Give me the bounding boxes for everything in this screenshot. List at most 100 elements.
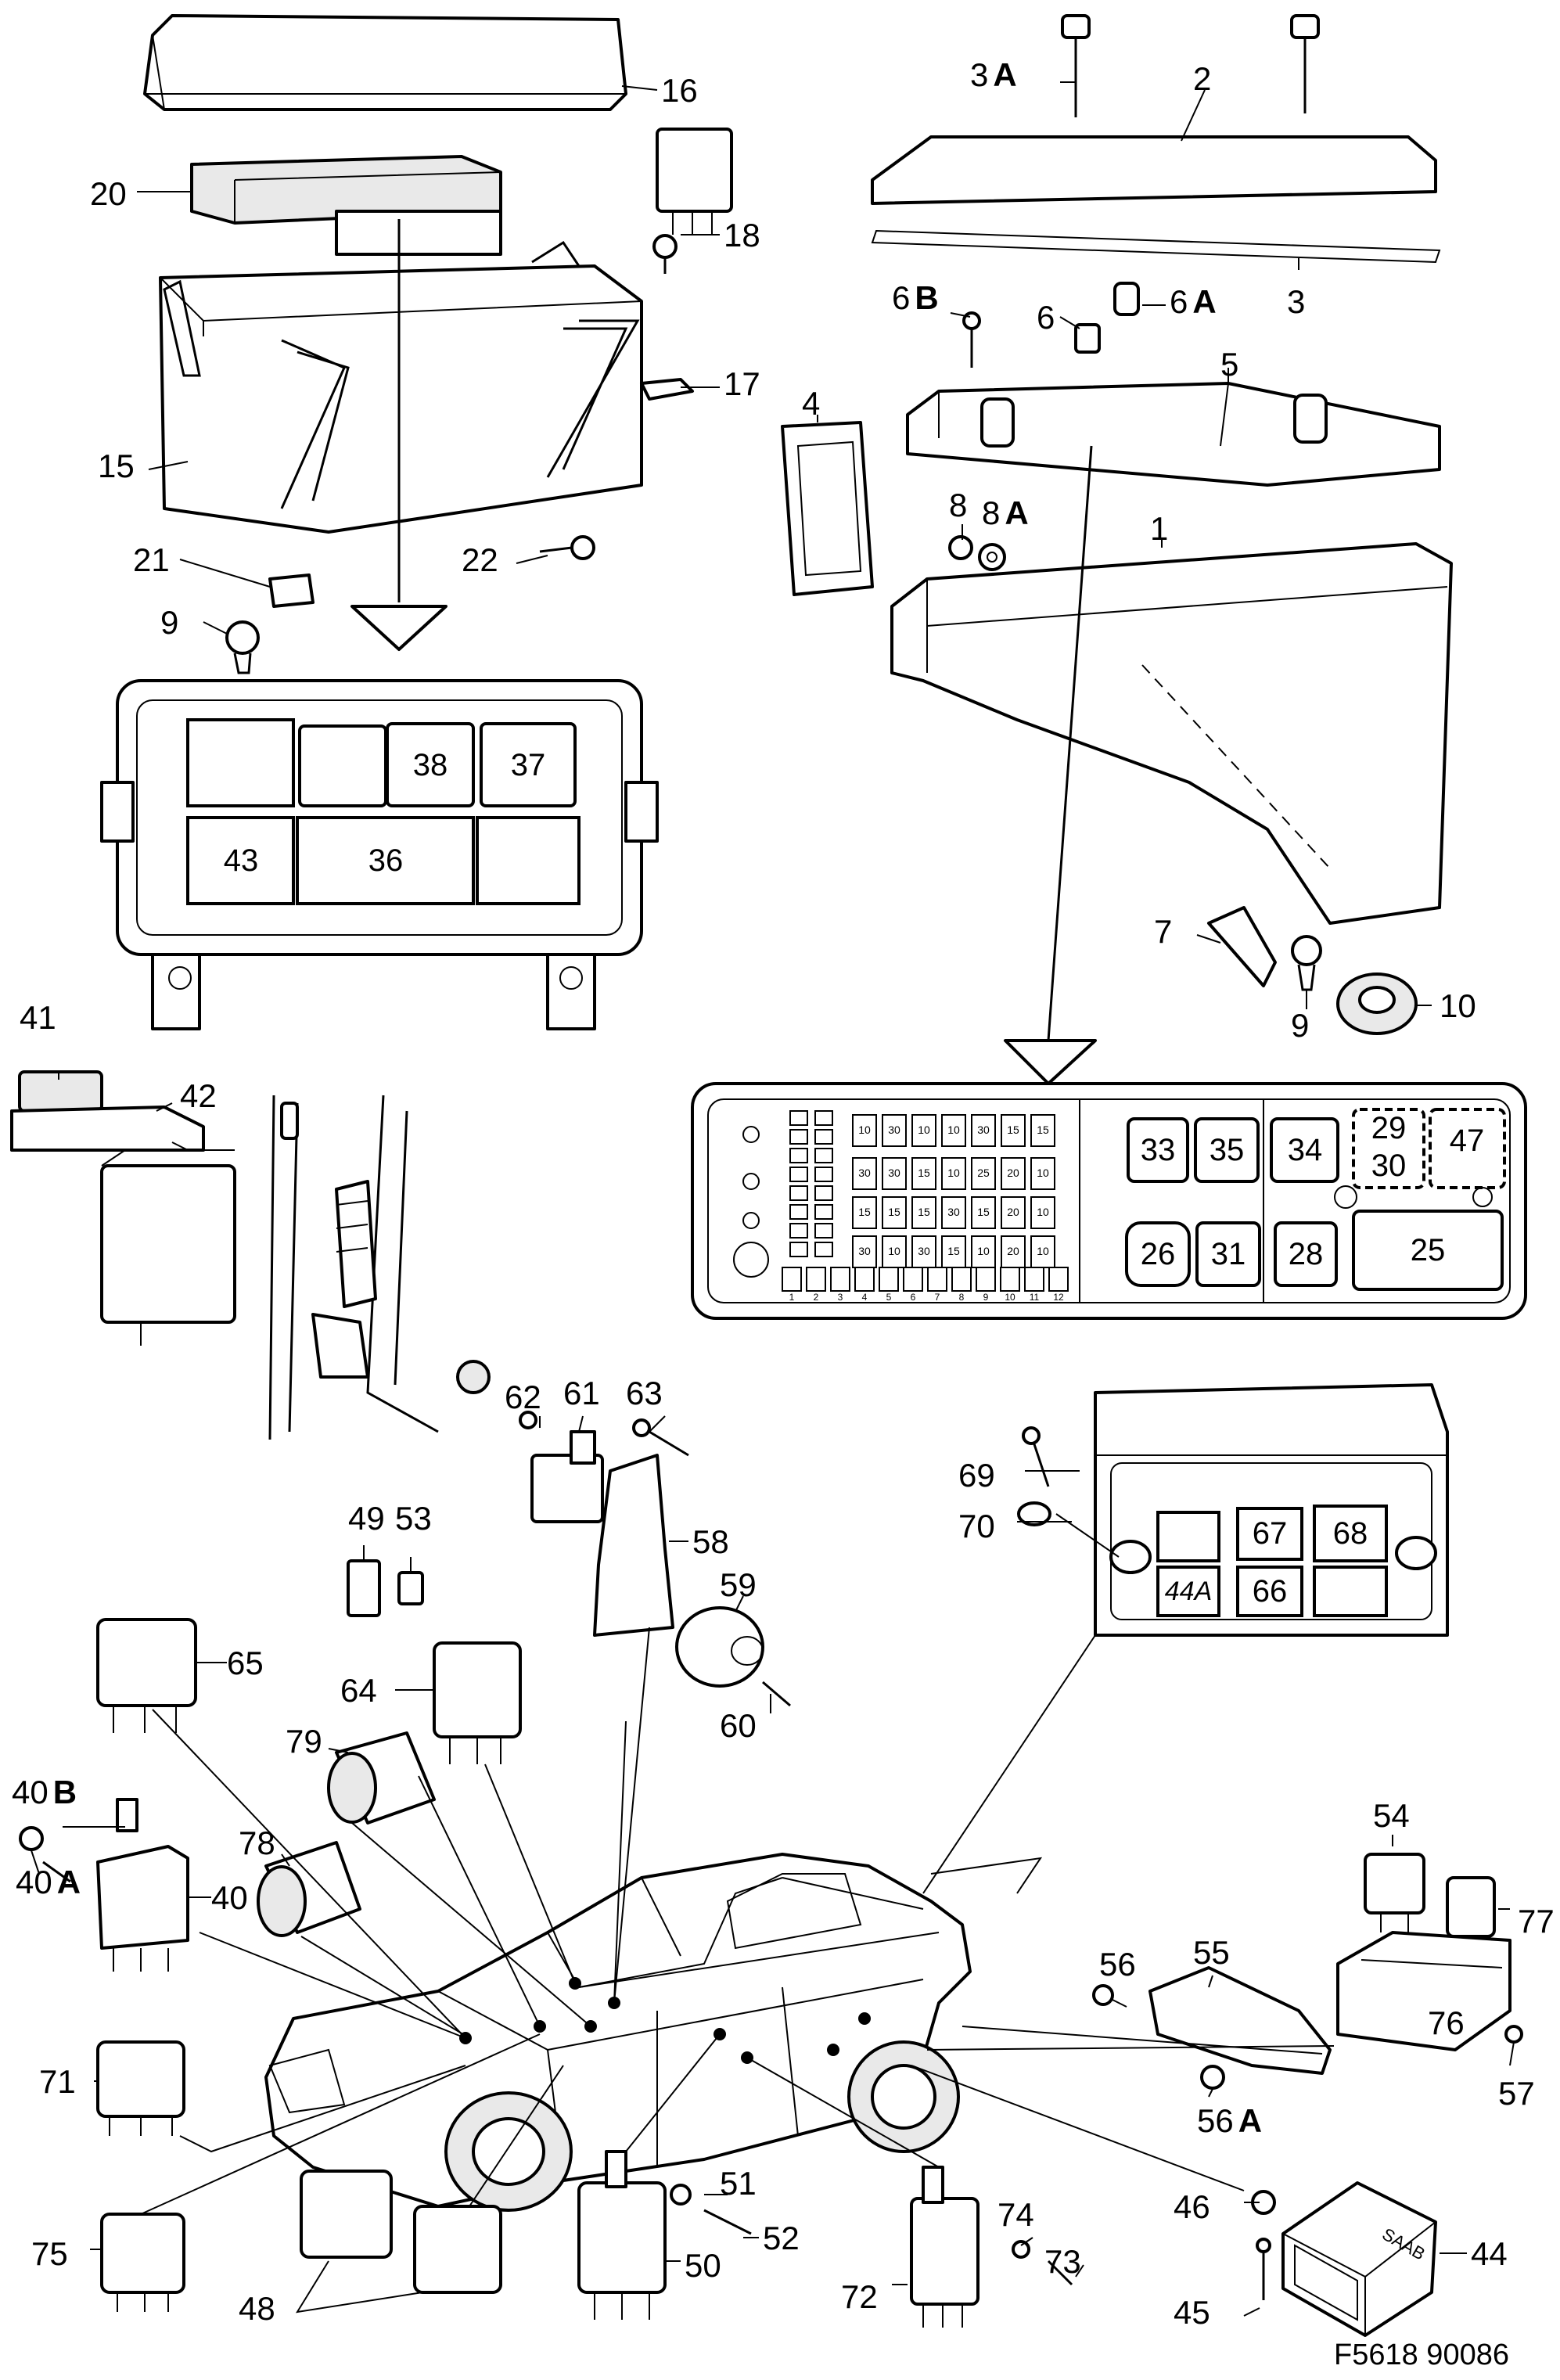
fuse-position: 12	[1053, 1292, 1064, 1303]
callout-number: 40	[12, 1774, 49, 1810]
callout-21: 21	[133, 541, 170, 578]
callout-64: 64	[340, 1672, 377, 1709]
callout-40: 40	[211, 1879, 248, 1916]
callout-1: 1	[1150, 510, 1168, 547]
mini-fuse	[814, 1242, 833, 1257]
fuse-position: 7	[935, 1292, 940, 1303]
callout-number: 3	[1287, 283, 1305, 320]
callout-75: 75	[31, 2235, 68, 2272]
callout-number: 40	[16, 1864, 52, 1900]
callout-number: 73	[1044, 2243, 1081, 2280]
fuse-slot	[911, 1157, 936, 1190]
relay-slot-43: 43	[224, 843, 259, 878]
relay-slot-29: 29	[1371, 1111, 1407, 1145]
fuse-slot	[782, 1267, 802, 1292]
fuse-slot	[1024, 1267, 1044, 1292]
callout-70: 70	[958, 1508, 995, 1544]
callout-number: 76	[1428, 2004, 1465, 2041]
callout-63: 63	[626, 1375, 663, 1411]
callout-number: 15	[98, 448, 135, 484]
relay-cover-44: SAAB	[1251, 2181, 1437, 2337]
fuse-rating: 15	[918, 1167, 930, 1179]
mini-fuse	[814, 1204, 833, 1220]
callout-number: 58	[692, 1523, 729, 1560]
relay-slot-30: 30	[1371, 1149, 1407, 1183]
fuse-slot	[1030, 1196, 1055, 1229]
callout-17: 17	[724, 365, 760, 402]
mini-fuse	[814, 1185, 833, 1201]
mini-fuse	[814, 1167, 833, 1182]
callout-number: 21	[133, 541, 170, 578]
callout-number: 3	[970, 56, 988, 93]
callout-4: 4	[802, 385, 820, 422]
callout-52: 52	[763, 2220, 800, 2256]
callout-suffix: B	[53, 1774, 77, 1810]
mini-fuse	[789, 1110, 808, 1126]
callout-79: 79	[286, 1723, 322, 1760]
fuse-rating: 30	[947, 1206, 960, 1218]
callout-56: 56	[1099, 1946, 1136, 1983]
callout-53: 53	[395, 1500, 432, 1537]
small-relay-box: 67 68 44A 66	[1017, 1383, 1449, 1637]
car-illustration	[264, 1853, 1043, 2212]
callout-number: 40	[211, 1879, 248, 1916]
callout-number: 52	[763, 2220, 800, 2256]
fuse-position: 4	[862, 1292, 868, 1303]
fuse-slot	[971, 1114, 996, 1147]
fuse-rating: 15	[1037, 1123, 1049, 1136]
fuse-position: 1	[789, 1292, 795, 1303]
callout-77: 77	[1518, 1903, 1555, 1940]
relay-slot-38: 38	[413, 748, 448, 782]
fuse-slot	[854, 1267, 875, 1292]
fuse-position: 8	[959, 1292, 965, 1303]
callout-number: 18	[724, 217, 760, 253]
fuse-rating: 15	[918, 1206, 930, 1218]
figure-code: F5618 90086	[1334, 2339, 1509, 2371]
left-cover-assembly	[143, 14, 733, 674]
callout-42: 42	[180, 1077, 217, 1114]
callout-number: 63	[626, 1375, 663, 1411]
relay-slot-31: 31	[1211, 1237, 1246, 1271]
callout-50: 50	[685, 2247, 721, 2284]
callout-suffix: A	[1192, 283, 1216, 320]
callout-78: 78	[239, 1825, 275, 1861]
relay-54	[1364, 1853, 1425, 1932]
fuse-position: 11	[1030, 1292, 1040, 1303]
mini-fuse	[814, 1148, 833, 1163]
callout-9a: 9	[160, 604, 178, 641]
callout-48: 48	[239, 2290, 275, 2327]
fuse-slot	[903, 1267, 923, 1292]
callout-51: 51	[720, 2165, 757, 2202]
leader-lines	[31, 81, 1515, 2317]
callout-number: 51	[720, 2165, 757, 2202]
fuse-slot	[830, 1267, 850, 1292]
callout-number: 57	[1498, 2075, 1535, 2112]
relay-75	[100, 2213, 185, 2312]
callout-number: 62	[505, 1379, 541, 1415]
callout-number: 6	[892, 279, 910, 316]
fuse-slot	[971, 1196, 996, 1229]
callout-9b: 9	[1291, 1007, 1309, 1044]
callout-3: 3	[1287, 283, 1305, 320]
callout-number: 6	[1170, 283, 1188, 320]
fuse-position: 6	[911, 1292, 916, 1303]
fuse-rating: 30	[888, 1123, 900, 1136]
callout-number: 56	[1099, 1946, 1136, 1983]
relays-48	[300, 2170, 502, 2294]
fuse-rating: 10	[1037, 1167, 1049, 1179]
callout-number: 69	[958, 1457, 995, 1494]
relay-50	[577, 2150, 752, 2320]
fuse-slot	[1030, 1157, 1055, 1190]
relay-slot-25: 25	[1411, 1233, 1446, 1267]
callout-number: 55	[1193, 1934, 1230, 1971]
connector-79	[327, 1731, 436, 1825]
relay-slot-37: 37	[511, 748, 546, 782]
callout-8: 8	[949, 487, 967, 523]
fuse-position: 3	[838, 1292, 843, 1303]
relay-slot-68: 68	[1333, 1516, 1368, 1551]
callout-number: 59	[720, 1566, 757, 1603]
fuse-slot	[911, 1196, 936, 1229]
relay-64	[433, 1641, 522, 1764]
